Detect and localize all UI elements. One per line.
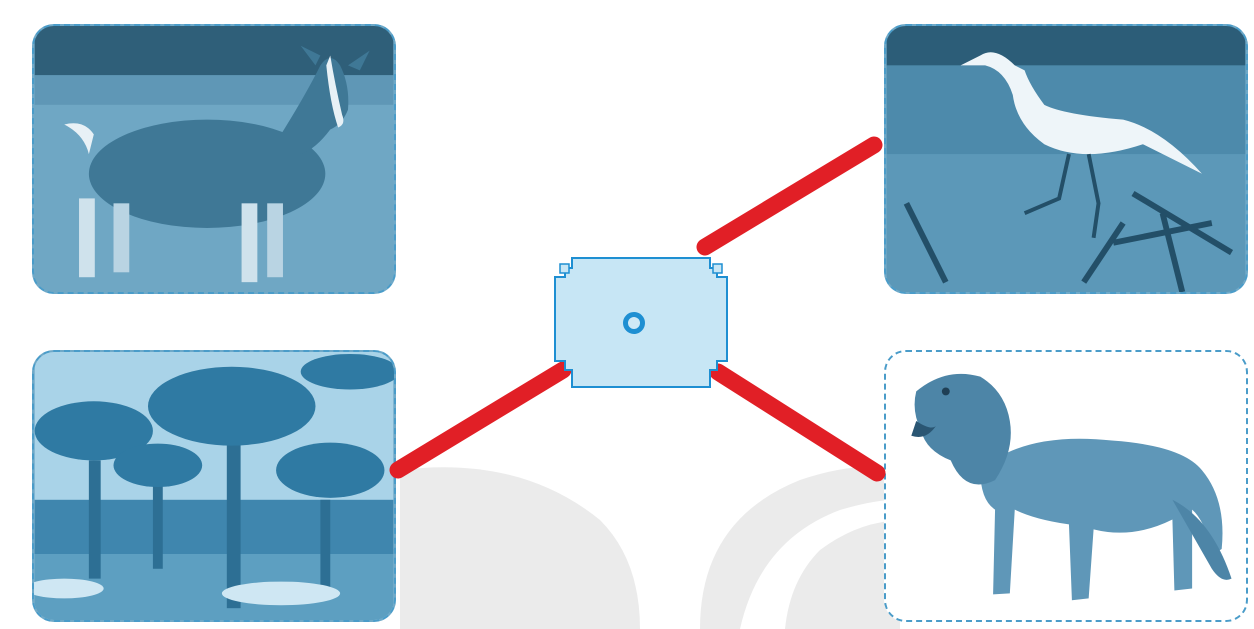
dog-photo[interactable] — [884, 350, 1248, 622]
circle-ring-icon — [623, 312, 645, 334]
palm-trees-photo[interactable] — [32, 350, 396, 622]
egret-image — [886, 26, 1246, 292]
connector-palm-line — [389, 361, 572, 479]
goat-image — [34, 26, 394, 292]
connector-egret-line — [696, 136, 883, 256]
goat-photo[interactable] — [32, 24, 396, 294]
connector-dog-line — [709, 363, 886, 482]
palm-trees-image — [34, 352, 394, 620]
egret-photo[interactable] — [884, 24, 1248, 294]
dog-image — [886, 352, 1246, 620]
